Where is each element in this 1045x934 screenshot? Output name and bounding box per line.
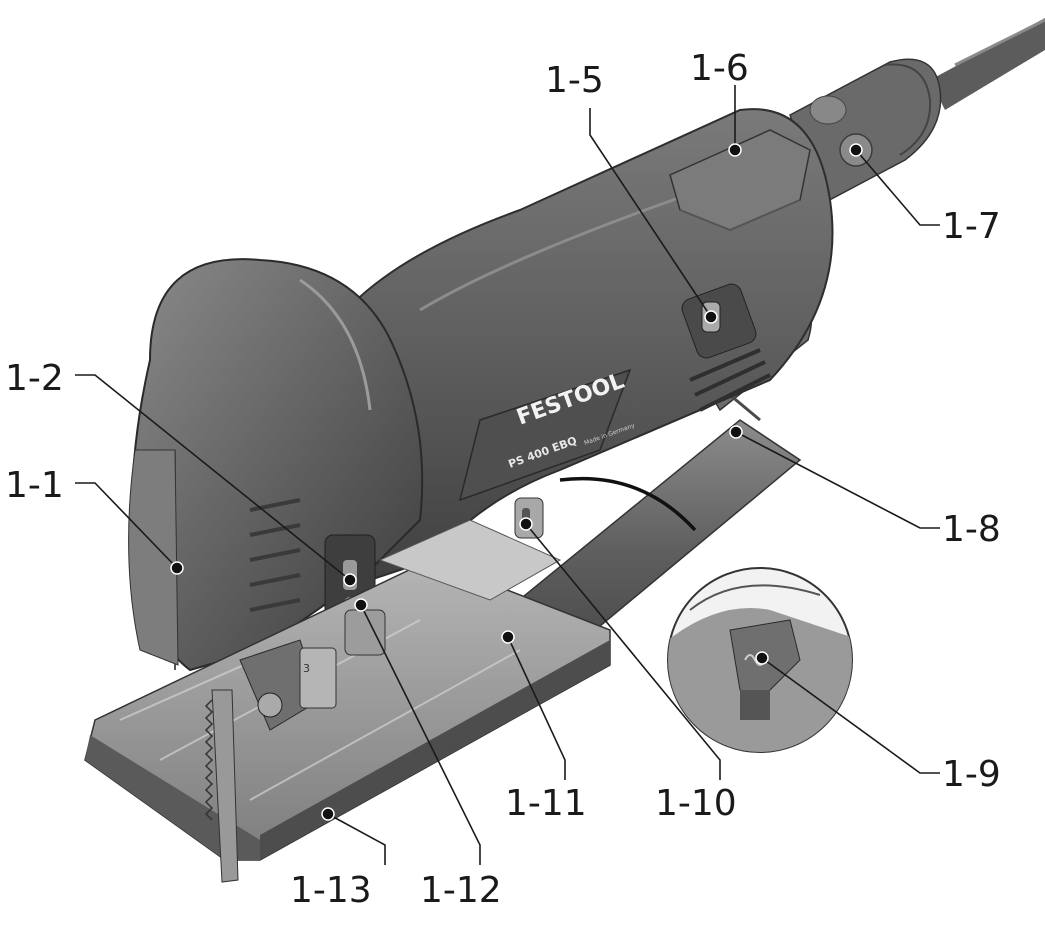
saw-blade [204, 689, 239, 883]
callout-1-6: 1-6 [690, 48, 749, 89]
callout-1-9: 1-9 [942, 754, 1001, 795]
speed-mark-label: 3 [303, 662, 310, 675]
callout-labels: 1-1 1-2 1-5 1-6 1-7 1-8 1-9 1-10 1-11 1-… [5, 48, 1001, 911]
cord-connector [789, 58, 942, 207]
callout-1-7: 1-7 [942, 206, 1001, 247]
callout-1-2: 1-2 [5, 358, 64, 399]
leader-lines [75, 85, 940, 865]
power-cord [930, 18, 1045, 110]
callout-1-8: 1-8 [942, 509, 1001, 550]
blade-guard [128, 449, 179, 666]
callout-1-13: 1-13 [290, 870, 372, 911]
callout-1-10: 1-10 [655, 783, 737, 824]
callout-1-11: 1-11 [505, 783, 587, 824]
on-off-switch [669, 129, 811, 232]
base-plate [84, 559, 611, 861]
base-adjustment-area [378, 519, 562, 601]
callout-1-12: 1-12 [420, 870, 502, 911]
callout-1-1: 1-1 [5, 465, 64, 506]
callout-1-5: 1-5 [545, 60, 604, 101]
